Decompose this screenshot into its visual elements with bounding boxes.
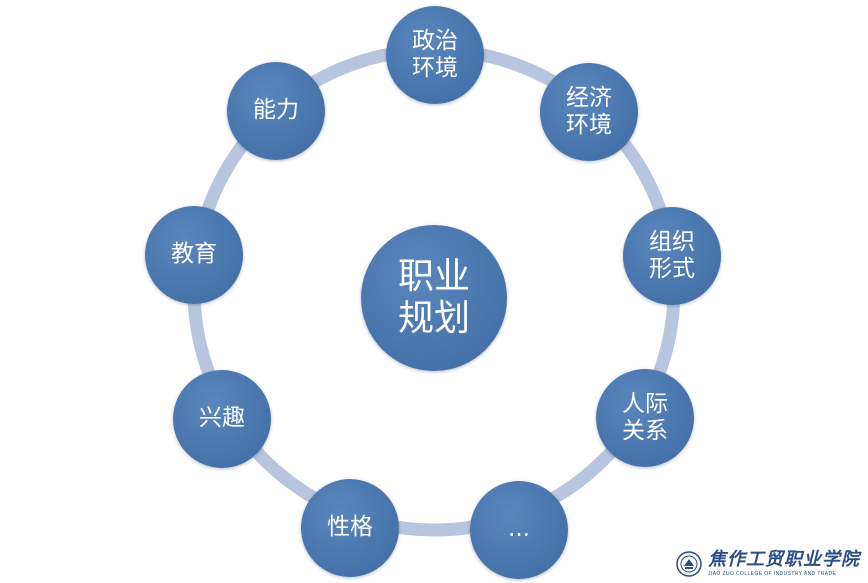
node-label: 经济 环境 [566, 84, 612, 138]
node-label: 兴趣 [199, 405, 245, 432]
node-more: ... [470, 481, 568, 579]
college-seal-icon [676, 551, 702, 577]
node-label: 政治 环境 [412, 27, 458, 81]
node-interpersonal-relations: 人际 关系 [596, 369, 694, 467]
center-node-label: 职业 规划 [397, 255, 470, 339]
node-political-environment: 政治 环境 [386, 6, 484, 104]
node-personality: 性格 [301, 479, 399, 577]
node-label: 能力 [253, 97, 299, 124]
node-label: 人际 关系 [622, 390, 668, 444]
college-logo: 焦作工贸职业学院 JIAO ZUO COLLEGE OF INDUSTRY AN… [676, 551, 860, 577]
node-label: 组织 形式 [649, 228, 695, 282]
node-interest: 兴趣 [173, 370, 271, 468]
node-label: 教育 [171, 241, 217, 268]
center-node-career-planning: 职业 规划 [361, 225, 507, 371]
node-label: 性格 [327, 514, 373, 541]
node-ability: 能力 [227, 62, 325, 160]
node-education: 教育 [145, 206, 243, 304]
node-economic-environment: 经济 环境 [540, 63, 638, 161]
college-name-cn: 焦作工贸职业学院 [708, 549, 860, 570]
node-organization-form: 组织 形式 [623, 207, 721, 305]
node-label: ... [508, 516, 530, 543]
college-name-en: JIAO ZUO COLLEGE OF INDUSTRY AND TRADE [708, 571, 837, 577]
